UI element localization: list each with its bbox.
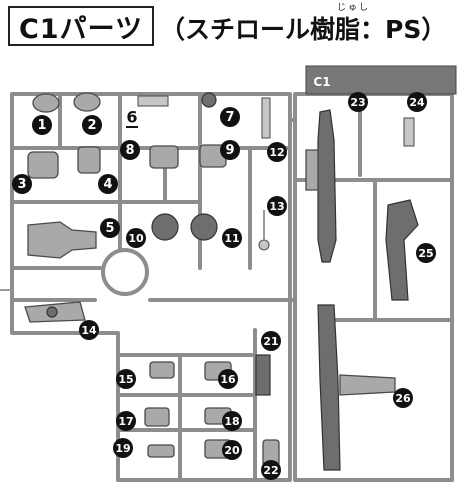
part-badge-19 [113,438,133,458]
part-number-3: 3 [17,177,26,192]
part-number-5: 5 [105,221,114,236]
furigana-reading: じゅし [337,3,371,13]
part-badge-18 [222,411,242,431]
part-badge-25 [416,243,436,263]
part-number-14: 14 [81,324,97,337]
part-badge-20 [222,440,242,460]
part-number-25: 25 [418,247,433,260]
part-number-16: 16 [220,373,236,386]
part-badge-1 [32,115,52,135]
material-note: （スチロール樹脂：PS） [160,15,447,44]
part-number-21: 21 [263,335,278,348]
part-badge-11 [222,228,242,248]
part-badge-2 [82,115,102,135]
part-number-4: 4 [103,177,112,192]
part-number-12: 12 [269,146,284,159]
part-badge-21 [261,331,281,351]
part-number-13: 13 [269,200,284,213]
part-badge-24 [407,92,427,112]
part-number-22: 22 [263,464,278,477]
part-badge-14 [79,320,99,340]
part-number-1: 1 [37,118,46,133]
part-badge-26 [393,388,413,408]
part-number-7: 7 [225,110,234,125]
part-number-10: 10 [128,232,144,245]
part-badge-4 [98,174,118,194]
part-number-20: 20 [224,444,240,457]
part-number-15: 15 [118,373,133,386]
part-number-19: 19 [115,442,130,455]
part-badge-12 [267,142,287,162]
part-number-23: 23 [350,96,365,109]
part-number-24: 24 [409,96,425,109]
part-number-11: 11 [224,232,239,245]
part-badge-7 [220,107,240,127]
part-badge-16 [218,369,238,389]
runner-tag-label: C1 [313,75,330,89]
part-badge-9 [220,140,240,160]
part-number-8: 8 [125,143,134,158]
part-number-2: 2 [87,118,96,133]
part-shapes [24,92,419,471]
part-number-18: 18 [224,415,239,428]
part-badge-15 [116,369,136,389]
part-badge-23 [348,92,368,112]
runner-frame [0,92,454,482]
part-number-9: 9 [225,143,234,158]
part-badge-10 [126,228,146,248]
part-badge-8 [120,140,140,160]
part-badge-22 [261,460,281,480]
runner-tag: C1 [305,65,457,95]
part-number-6: 6 [126,108,137,127]
part-badge-13 [267,196,287,216]
part-number-17: 17 [118,415,133,428]
part-badge-5 [100,218,120,238]
part-number-26: 26 [395,392,411,405]
part-badge-3 [12,174,32,194]
part-badge-17 [116,411,136,431]
sheet-title: C1パーツ [8,6,154,46]
